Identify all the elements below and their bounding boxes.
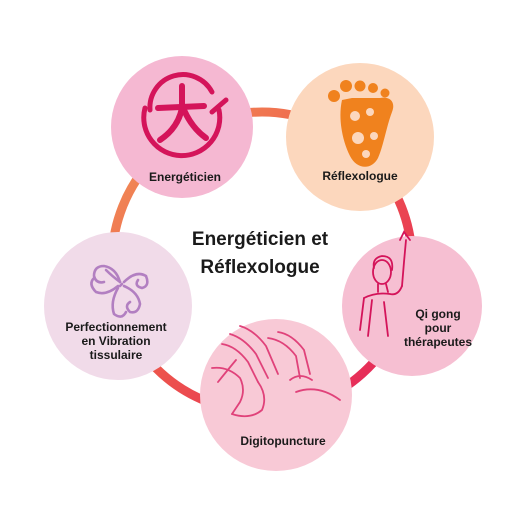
digitopuncture-label: Digitopuncture [240, 434, 326, 448]
node-perfectionnement-circle [44, 232, 192, 380]
node-digitopuncture[interactable] [200, 319, 352, 471]
center-title-line1: Energéticien et [191, 229, 329, 250]
energeticien-label: Energéticien [148, 170, 222, 184]
reflexologue-label: Réflexologue [322, 169, 398, 183]
qigong-label-line1: Qi gong [415, 307, 461, 321]
perfectionnement-label: Perfectionnement en Vibration tissulaire [46, 320, 186, 362]
node-energeticien-circle [111, 56, 253, 198]
center-title: Energéticien et Réflexologue [160, 226, 360, 282]
qigong-woman-icon [359, 230, 411, 337]
perfectionnement-label-line3: tissulaire [89, 348, 143, 362]
hands-massage-icon [211, 325, 341, 418]
spiral-swirl-icon [90, 264, 149, 318]
footprint-icon [328, 80, 394, 167]
qigong-label-line2: pour [424, 321, 452, 335]
node-qigong[interactable] [342, 230, 482, 376]
node-digitopuncture-circle [200, 319, 352, 471]
center-title-line2: Réflexologue [200, 257, 320, 278]
perfectionnement-label-line1: Perfectionnement [65, 320, 167, 334]
node-perfectionnement[interactable] [44, 232, 192, 380]
node-energeticien[interactable] [111, 56, 253, 198]
node-qigong-circle [342, 236, 482, 376]
qigong-label-line3: thérapeutes [403, 335, 473, 349]
chinese-character-da-icon [141, 72, 229, 159]
perfectionnement-label-line2: en Vibration [81, 334, 151, 348]
node-reflexologue[interactable] [286, 63, 434, 211]
qigong-label: Qi gong pour thérapeutes [398, 307, 478, 349]
